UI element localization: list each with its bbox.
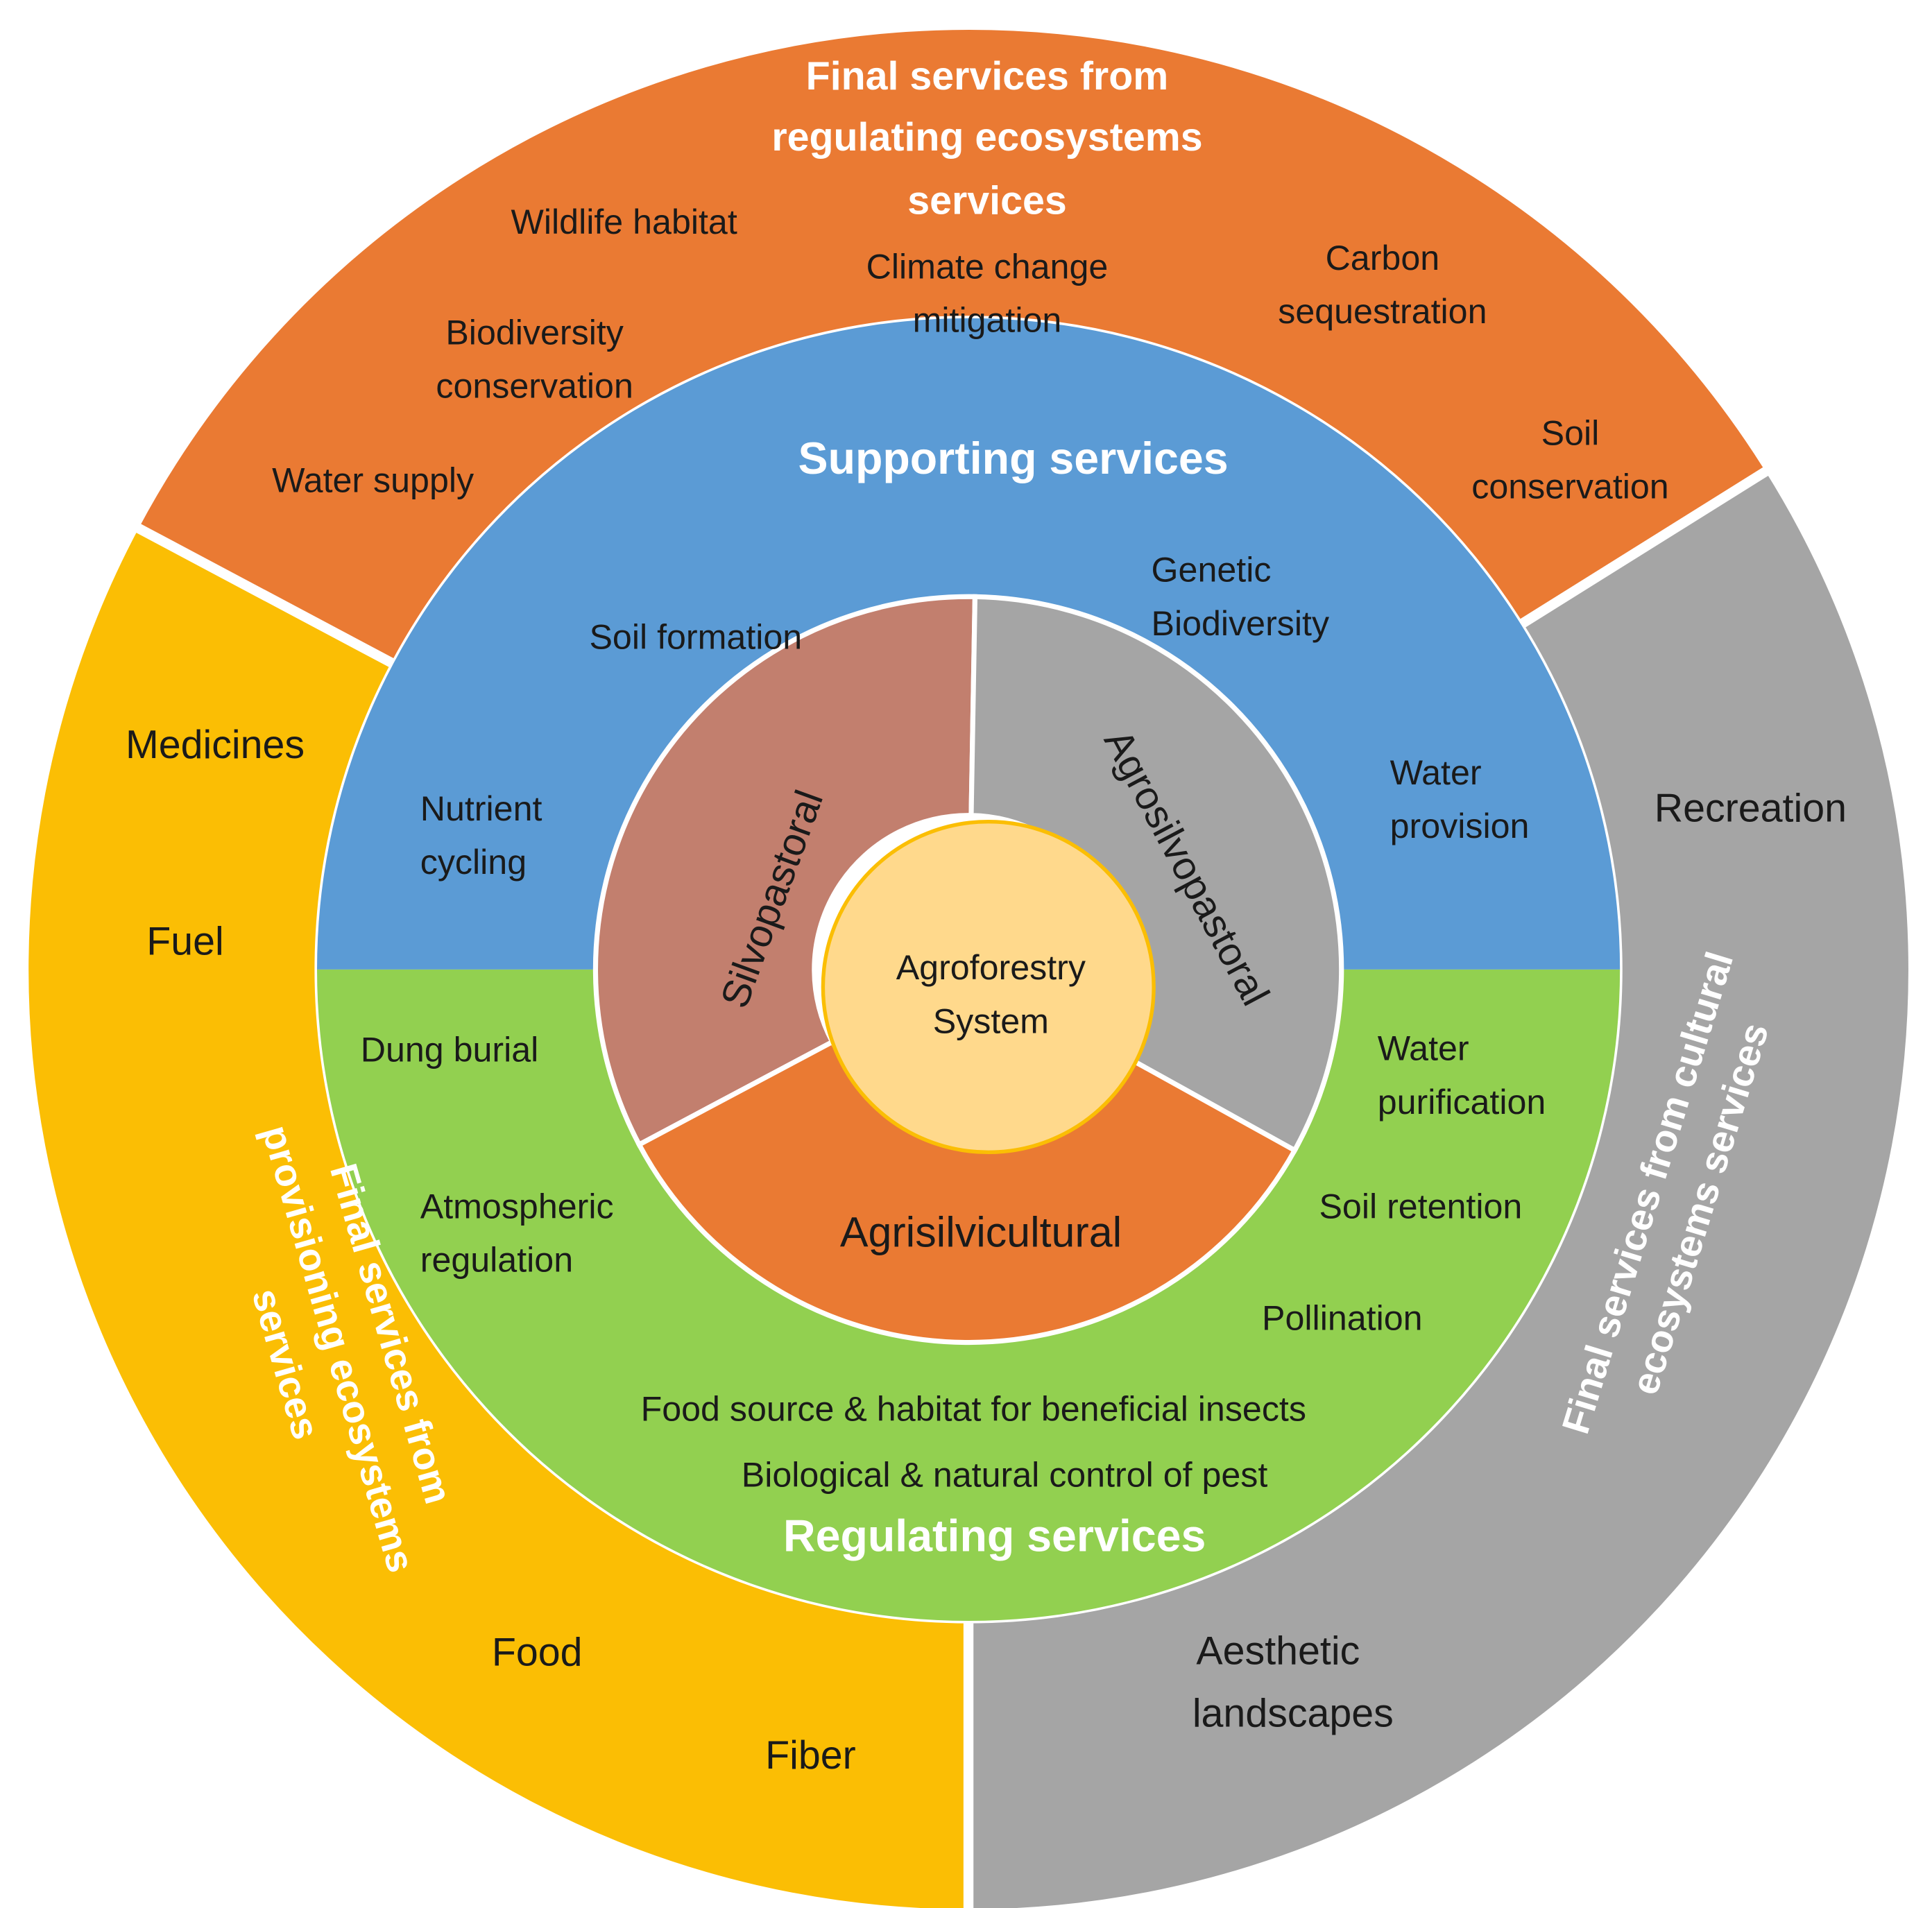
- medicines-label: Medicines: [126, 723, 305, 767]
- agrisilvicultural-label: Agrisilvicultural: [840, 1209, 1122, 1256]
- wildlife-habitat-label: Wildlife habitat: [511, 203, 737, 241]
- atmospheric-regulation-label-line1: Atmospheric: [420, 1187, 614, 1226]
- water-provision-label-line1: Water: [1390, 753, 1482, 792]
- regulating-final-title-line3: services: [907, 178, 1067, 223]
- aesthetic-landscapes-label-line2: landscapes: [1192, 1691, 1394, 1735]
- water-purification-label-line1: Water: [1378, 1029, 1469, 1068]
- supporting-services-half: [316, 318, 1621, 970]
- soil-retention-label: Soil retention: [1319, 1187, 1522, 1226]
- climate-change-label-line2: mitigation: [913, 301, 1062, 340]
- dung-burial-label: Dung burial: [361, 1031, 539, 1069]
- genetic-biodiversity-label-line1: Genetic: [1152, 551, 1272, 590]
- pollination-label: Pollination: [1262, 1299, 1423, 1338]
- food-source-habitat-label: Food source & habitat for beneficial ins…: [641, 1389, 1306, 1428]
- supporting-services-title: Supporting services: [798, 433, 1229, 483]
- recreation-label: Recreation: [1655, 787, 1847, 831]
- center-label-line1: Agroforestry: [896, 948, 1086, 987]
- water-provision-label-line2: provision: [1390, 807, 1530, 845]
- food-label: Food: [492, 1631, 583, 1675]
- silvopastoral-sector: [592, 594, 978, 1149]
- soil-conservation-label-line1: Soil: [1541, 414, 1600, 453]
- climate-change-label-line1: Climate change: [866, 247, 1109, 286]
- regulating-final-title-line2: regulating ecosystems: [771, 115, 1202, 160]
- nutrient-cycling-label-line1: Nutrient: [420, 789, 542, 828]
- fiber-label: Fiber: [765, 1733, 856, 1778]
- atmospheric-regulation-label-line2: regulation: [420, 1240, 573, 1279]
- center-circle: [821, 819, 1156, 1155]
- nutrient-cycling-label-line2: cycling: [420, 843, 527, 882]
- center-label-line2: System: [933, 1002, 1049, 1040]
- regulating-services-title: Regulating services: [783, 1511, 1206, 1561]
- genetic-biodiversity-label-line2: Biodiversity: [1152, 604, 1330, 643]
- carbon-sequestration-label-line1: Carbon: [1326, 239, 1440, 277]
- water-supply-label: Water supply: [272, 461, 474, 500]
- water-purification-label-line2: purification: [1378, 1083, 1546, 1121]
- carbon-sequestration-label-line2: sequestration: [1278, 292, 1487, 331]
- aesthetic-landscapes-label-line1: Aesthetic: [1196, 1629, 1360, 1674]
- soil-conservation-label-line2: conservation: [1471, 467, 1668, 506]
- fuel-label: Fuel: [146, 919, 224, 963]
- regulating-final-title-line1: Final services from: [806, 54, 1169, 98]
- soil-formation-label: Soil formation: [589, 618, 802, 657]
- biological-pest-control-label: Biological & natural control of pest: [742, 1455, 1268, 1494]
- biodiversity-conservation-label-line1: Biodiversity: [445, 313, 624, 352]
- regulating-services-half: [316, 969, 1621, 1621]
- biodiversity-conservation-label-line2: conservation: [436, 367, 633, 406]
